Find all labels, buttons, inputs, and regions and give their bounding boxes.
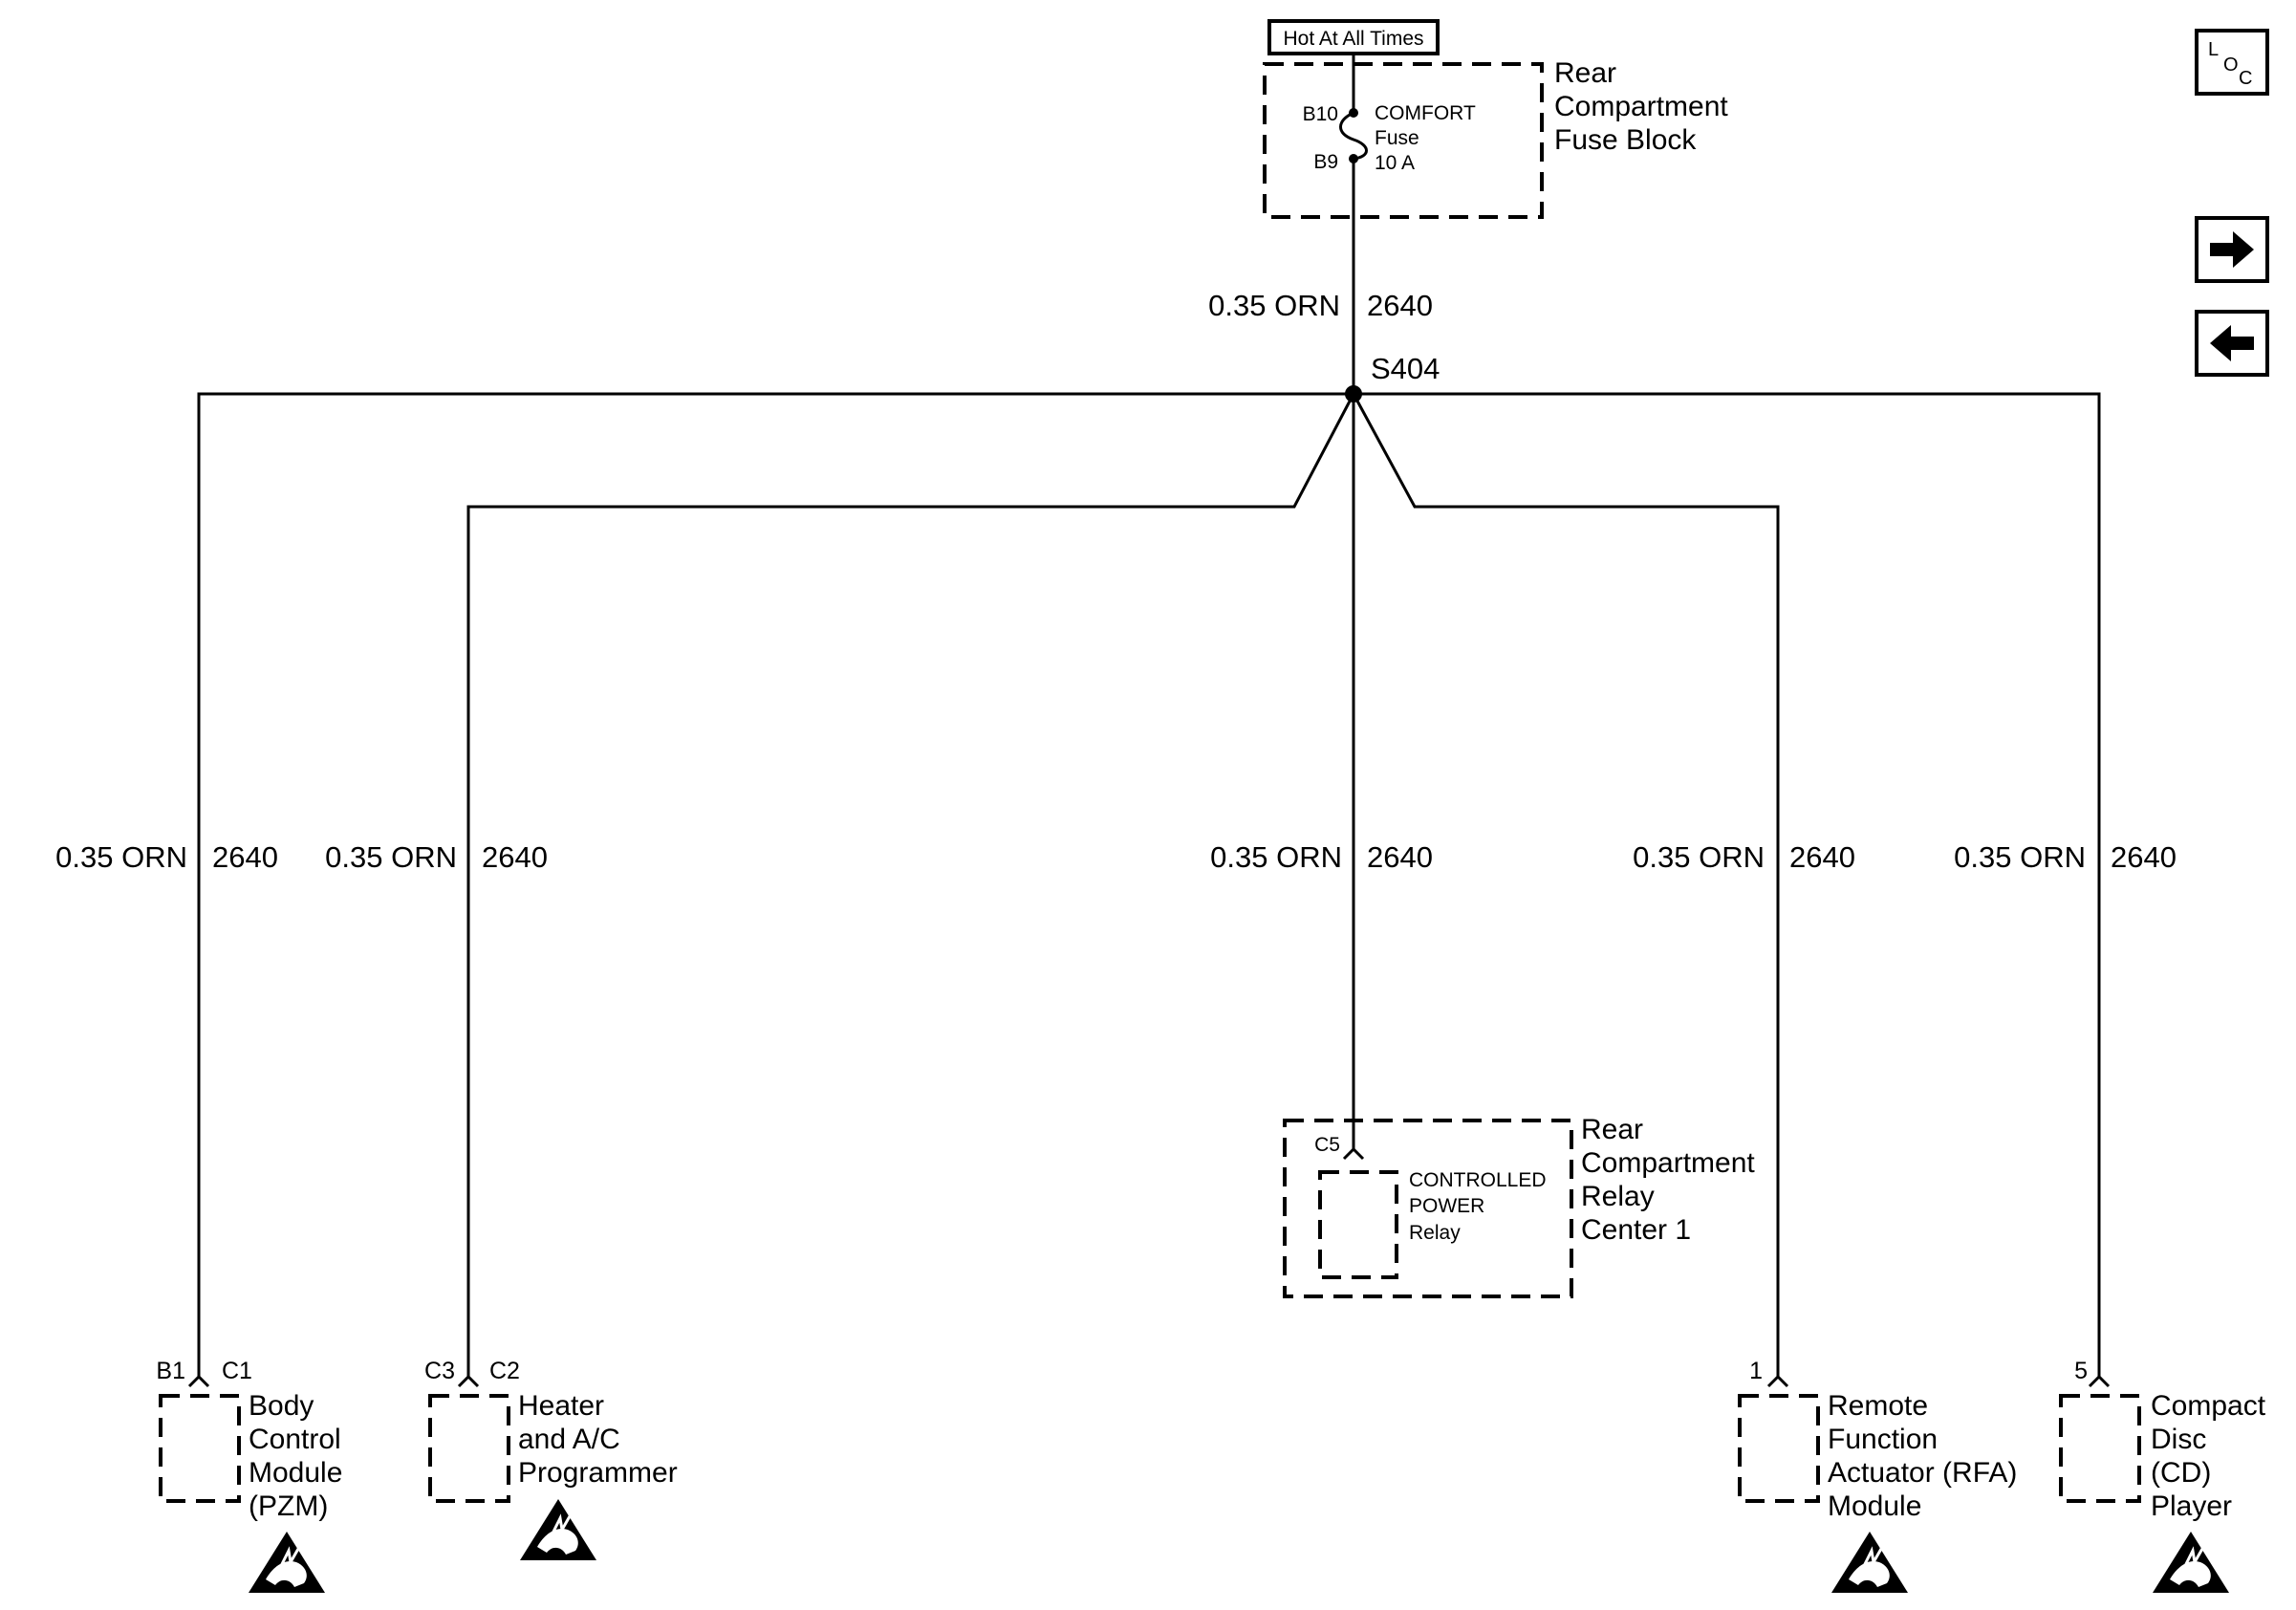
relay-label-line2: POWER: [1409, 1195, 1484, 1217]
hvac-connector: C2: [489, 1358, 520, 1384]
svg-text:C: C: [2239, 68, 2252, 89]
fuse-pin-in: B10: [1303, 103, 1338, 125]
fuse-label-line2: Fuse: [1375, 127, 1419, 149]
rfa-wire-circuit: 2640: [1789, 840, 1855, 874]
bcm-wire-circuit: 2640: [212, 840, 278, 874]
esd-sensitive-icon: [247, 1530, 327, 1595]
rfa-label-line1: Remote: [1828, 1390, 1928, 1422]
relay-center-label-line2: Compartment: [1581, 1147, 1755, 1179]
rfa-pin: 1: [1749, 1358, 1763, 1384]
arrow-right-icon: [2210, 231, 2254, 268]
relay-label-line1: CONTROLLED: [1409, 1169, 1547, 1191]
hvac-wire-circuit: 2640: [482, 840, 548, 874]
fuse-label-line3: 10 A: [1375, 152, 1415, 174]
rfa-label-line3: Actuator (RFA): [1828, 1457, 2017, 1489]
relay-center-label-line4: Center 1: [1581, 1214, 1691, 1246]
relay-wire-size-color: 0.35 ORN: [1210, 840, 1342, 874]
arrow-left-icon: [2210, 325, 2254, 361]
svg-text:L: L: [2208, 39, 2219, 60]
fuse-block-label-line3: Fuse Block: [1554, 124, 1697, 156]
connector-pin-icon: [187, 1374, 210, 1388]
esd-sensitive-icon: [518, 1497, 598, 1562]
cd-pin: 5: [2074, 1358, 2088, 1384]
hot-at-all-times-label: Hot At All Times: [1267, 19, 1440, 55]
bcm-connector: C1: [222, 1358, 252, 1384]
controlled-power-relay: [1318, 1170, 1398, 1279]
cd-label-line4: Player: [2151, 1490, 2232, 1522]
bcm-label-line3: Module: [249, 1457, 342, 1489]
previous-page-button[interactable]: [2195, 310, 2269, 377]
cd-label-line2: Disc: [2151, 1424, 2206, 1455]
bcm-label-line2: Control: [249, 1424, 341, 1455]
fuse-label-line1: COMFORT: [1375, 102, 1476, 124]
esd-sensitive-icon: [1830, 1530, 1910, 1595]
relay-label-line3: Relay: [1409, 1222, 1461, 1244]
hvac-pin: C3: [424, 1358, 455, 1384]
next-page-button[interactable]: [2195, 216, 2269, 283]
component-locator-button[interactable]: L O C: [2195, 29, 2269, 96]
connector-pin-icon: [1342, 1146, 1365, 1161]
branch-wire-bcm: [197, 392, 1354, 1377]
hvac-wire-size-color: 0.35 ORN: [325, 840, 457, 874]
compact-disc-player: 5 Compact Disc (CD) Player: [2059, 1358, 2266, 1595]
connector-pin-icon: [457, 1374, 480, 1388]
relay-center-label-line1: Rear: [1581, 1114, 1643, 1145]
esd-sensitive-icon: [2151, 1530, 2231, 1595]
relay-wire-circuit: 2640: [1367, 840, 1433, 874]
remote-function-actuator-module: 1 Remote Function Actuator (RFA) Module: [1738, 1358, 2017, 1595]
body-control-module: B1 C1 Body Control Module (PZM): [156, 1358, 342, 1595]
rfa-label-line4: Module: [1828, 1490, 1921, 1522]
svg-text:O: O: [2223, 54, 2239, 76]
branch-wire-rfa: [1352, 393, 1780, 1377]
heater-ac-programmer: C3 C2 Heater and A/C Programmer: [424, 1358, 678, 1562]
fuse-element-icon: [1339, 111, 1368, 161]
comfort-fuse: B10 B9 COMFORT Fuse 10 A: [1303, 54, 1476, 174]
hvac-label-line3: Programmer: [518, 1457, 678, 1489]
fuse-block-label-line2: Compartment: [1554, 91, 1728, 122]
relay-center-label-line3: Relay: [1581, 1181, 1655, 1212]
bcm-label-line1: Body: [249, 1390, 314, 1422]
cd-wire-size-color: 0.35 ORN: [1954, 840, 2086, 874]
rfa-wire-size-color: 0.35 ORN: [1633, 840, 1765, 874]
hvac-label-line1: Heater: [518, 1390, 604, 1422]
trunk-wire-circuit: 2640: [1367, 289, 1433, 322]
hvac-label-line2: and A/C: [518, 1424, 620, 1455]
branch-wire-cd: [1354, 392, 2101, 1377]
cd-label-line1: Compact: [2151, 1390, 2266, 1422]
connector-pin-icon: [2088, 1374, 2111, 1388]
fuse-block-label-line1: Rear: [1554, 57, 1616, 89]
bcm-pin: B1: [156, 1358, 185, 1384]
branch-wire-hvac: [466, 393, 1355, 1377]
rear-compartment-relay-center: C5 CONTROLLED POWER Relay Rear Compartme…: [1283, 1114, 1755, 1298]
relay-center-pin: C5: [1314, 1134, 1340, 1156]
fuse-pin-out: B9: [1313, 151, 1338, 173]
svg-text:Hot At All Times: Hot At All Times: [1283, 28, 1423, 50]
rfa-label-line2: Function: [1828, 1424, 1938, 1455]
rear-compartment-fuse-block: Rear Compartment Fuse Block: [1263, 57, 1728, 219]
cd-wire-circuit: 2640: [2111, 840, 2177, 874]
splice-label: S404: [1371, 352, 1440, 385]
bcm-wire-size-color: 0.35 ORN: [55, 840, 187, 874]
trunk-wire-size-color: 0.35 ORN: [1208, 289, 1340, 322]
cd-label-line3: (CD): [2151, 1457, 2211, 1489]
bcm-label-line4: (PZM): [249, 1490, 328, 1522]
connector-pin-icon: [1766, 1374, 1789, 1388]
